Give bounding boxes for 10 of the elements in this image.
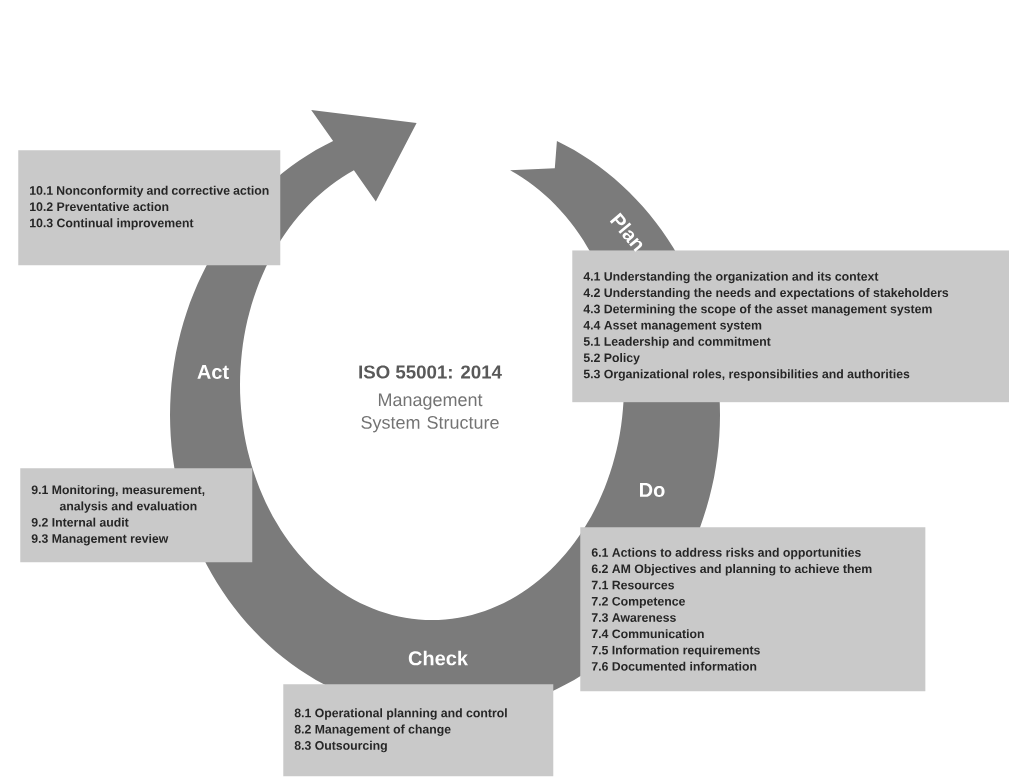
stage-label: Do	[640, 483, 665, 497]
stage-label: Act	[197, 365, 229, 379]
clause-box: 9.1 Monitoring, measurement, analysis and evaluation 9.2 Internal audit 9.3 Management review	[20, 468, 253, 563]
clause-box: 6.1 Actions to address risks and opportunities 6.2 AM Objectives and planning to achieve them 7.1 Resources 7.2 Competence 7.3 Awareness 7.4 Communication 7.5 Information requirements 7.6 Documented information	[580, 527, 926, 692]
clause-box: 10.1 Nonconformity and corrective action 10.2 Preventative action 10.3 Continual improvement	[18, 150, 281, 266]
title: ISO 55001: 2014	[359, 365, 502, 379]
clause-box: 8.1 Operational planning and control 8.2 Management of change 8.3 Outsourcing	[283, 684, 554, 777]
clause-box: 4.1 Understanding the organization and its context 4.2 Understanding the needs and expectations of stakeholders 4.3 Determining the scope of the asset management system 4.4 Asset management system 5.1 Leadership and commitment 5.2 Policy 5.3 Organizational roles, responsibilities and authorities	[572, 250, 1009, 403]
subtitle: Management System Structure	[361, 393, 499, 433]
stage-label: Check	[408, 650, 469, 666]
